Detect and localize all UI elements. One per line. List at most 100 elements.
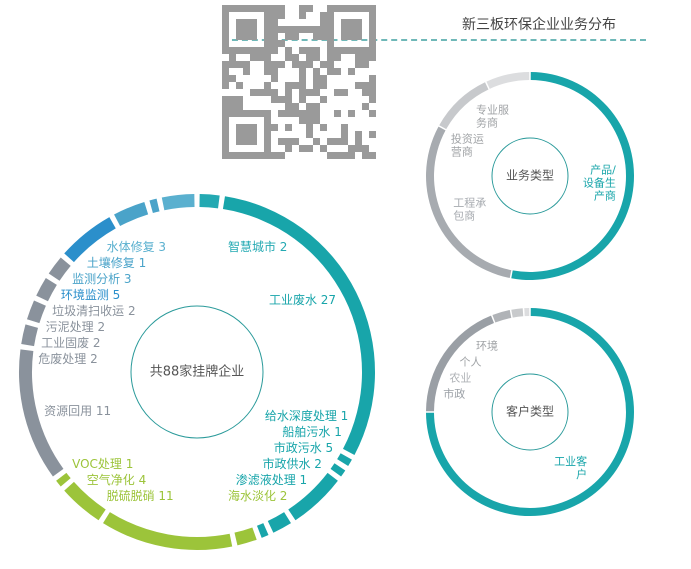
qr-module [243,131,250,138]
segment-label-line: 脱硫脱硝 11 [107,488,174,503]
qr-module [320,33,327,40]
qr-module [271,75,278,82]
segment-label-line: 包商 [453,209,475,223]
qr-module [362,145,369,152]
qr-module [271,61,278,68]
qr-module [292,61,299,68]
qr-module [264,68,271,75]
qr-module [355,47,362,54]
qr-module [334,5,341,12]
segment-label: 专业服务商 [476,103,509,130]
qr-module [362,54,369,61]
qr-module [320,12,327,19]
qr-module [334,68,341,75]
donut-segment [426,315,494,412]
qr-module [285,26,292,33]
segment-label: 土壤修复 1 [87,255,146,270]
segment-label-line: 监测分析 3 [72,272,131,286]
center-label: 业务类型 [506,168,554,183]
qr-module [264,61,271,68]
qr-module [264,33,271,40]
qr-module [348,5,355,12]
qr-module [285,47,292,54]
qr-module [278,61,285,68]
qr-module [299,26,306,33]
qr-module [229,75,236,82]
qr-module [334,54,341,61]
qr-module [369,54,376,61]
qr-module [264,145,271,152]
qr-module [299,82,306,89]
qr-module [355,33,362,40]
qr-code [222,5,376,159]
qr-module [264,117,271,124]
segment-label-line: 给水深度处理 1 [265,408,348,423]
qr-module [299,110,306,117]
qr-module [348,145,355,152]
qr-module [334,152,341,159]
qr-module [369,110,376,117]
qr-module [271,33,278,40]
qr-module [348,152,355,159]
qr-module [264,82,271,89]
qr-module [285,110,292,117]
qr-module [327,26,334,33]
segment-label: 投资运营商 [451,132,484,159]
segment-label-line: 渗滤液处理 1 [236,472,307,487]
segment-label-line: 市政供水 2 [262,456,321,471]
qr-module [264,12,271,19]
segment-label-line: 工业客 [554,454,587,468]
qr-module [299,117,306,124]
segment-label: 工业废水 27 [269,292,336,307]
qr-module [243,138,250,145]
segment-label: 环境 [476,339,498,353]
segment-label-line: VOC处理 1 [72,457,133,471]
qr-module [362,82,369,89]
qr-module [222,68,229,75]
qr-module [355,5,362,12]
qr-module [313,82,320,89]
segment-label-line: 工业废水 27 [269,292,336,307]
qr-module [334,110,341,117]
qr-module [236,152,243,159]
donut-segment [64,481,106,521]
donut-segment [114,201,149,227]
qr-module [222,110,229,117]
segment-label: 环境监测 5 [61,287,120,302]
qr-module [250,89,257,96]
qr-module [250,47,257,54]
segment-label-line: 智慧城市 2 [228,239,287,254]
qr-module [306,145,313,152]
qr-module [264,152,271,159]
segment-label: 水体修复 3 [107,239,166,254]
qr-module [264,40,271,47]
segment-label: 产品/设备生产商 [583,163,616,203]
qr-module [313,75,320,82]
segment-label-line: 市政污水 5 [274,440,333,455]
qr-module [243,33,250,40]
qr-module [229,61,236,68]
qr-module [369,33,376,40]
qr-module [313,47,320,54]
qr-module [278,40,285,47]
qr-module [341,89,348,96]
qr-module [369,131,376,138]
donut-segment [161,194,195,211]
qr-module [222,82,229,89]
segment-label: 农业 [449,371,471,385]
qr-module [222,47,229,54]
qr-module [341,26,348,33]
qr-module [285,103,292,110]
qr-module [313,54,320,61]
qr-module [320,145,327,152]
qr-module [271,68,278,75]
qr-module [306,110,313,117]
qr-module [285,145,292,152]
qr-module [313,68,320,75]
qr-module [243,110,250,117]
qr-module [313,33,320,40]
qr-module [250,54,257,61]
qr-module [341,131,348,138]
qr-module [299,75,306,82]
